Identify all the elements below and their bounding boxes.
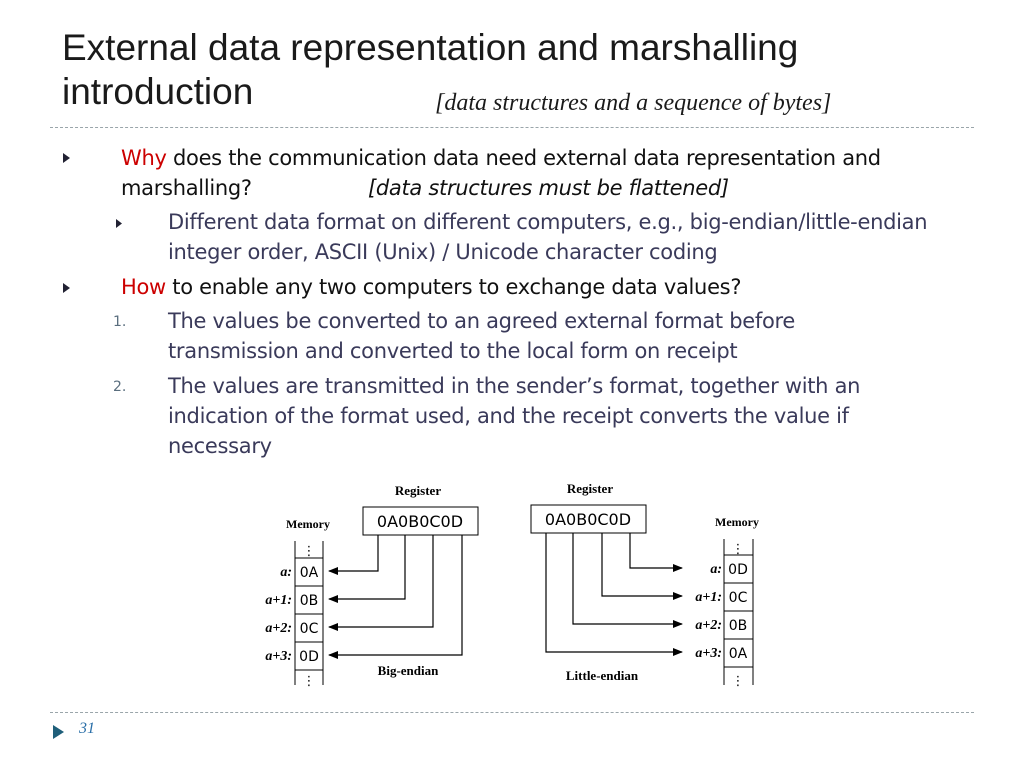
byte-arrow bbox=[545, 533, 683, 656]
why-text-1: does the communication data need externa… bbox=[166, 146, 881, 170]
byte-arrow bbox=[328, 535, 406, 603]
sub-bullet-line2: integer order, ASCII (Unix) / Unicode ch… bbox=[168, 240, 718, 264]
why-text-2: marshalling? bbox=[121, 176, 252, 200]
byte-arrow bbox=[328, 535, 463, 659]
address-label: a+1: bbox=[695, 590, 722, 605]
slide-subtitle: [data structures and a sequence of bytes… bbox=[435, 90, 832, 116]
triangle-bullet-icon bbox=[115, 217, 124, 233]
triangle-bullet-icon bbox=[62, 282, 72, 298]
little-endian-caption: Little-endian bbox=[566, 668, 639, 683]
how-keyword: How bbox=[121, 275, 166, 299]
byte-arrow bbox=[572, 533, 683, 628]
memory-cell: 0B bbox=[729, 618, 748, 634]
footer-divider bbox=[50, 712, 974, 713]
big-endian-caption: Big-endian bbox=[378, 663, 439, 678]
register-value: 0A0B0C0D bbox=[545, 510, 631, 529]
numbered-marker-2: 2. bbox=[113, 379, 127, 395]
memory-cell: 0D bbox=[299, 649, 319, 665]
numbered-item-2-line1: The values are transmitted in the sender… bbox=[168, 374, 861, 398]
byte-arrow bbox=[601, 533, 683, 600]
memory-ellipsis-bottom: ⋮ bbox=[732, 674, 745, 689]
memory-ellipsis-bottom: ⋮ bbox=[303, 674, 316, 689]
memory-cell: 0C bbox=[300, 621, 319, 637]
numbered-item-2-line3: necessary bbox=[168, 434, 272, 458]
slide-title-line1: External data representation and marshal… bbox=[62, 27, 799, 68]
triangle-marker-icon bbox=[52, 724, 66, 744]
register-box bbox=[530, 504, 647, 534]
memory-cell: 0B bbox=[300, 593, 319, 609]
memory-cell: 0A bbox=[300, 565, 319, 581]
memory-cell: 0D bbox=[728, 562, 748, 578]
byte-arrow bbox=[328, 535, 434, 631]
header-divider bbox=[50, 127, 974, 128]
register-label: Register bbox=[567, 481, 613, 496]
endianness-diagram: Register 0A0B0C0D Memory ⋮ ⋮ 0A 0B 0C 0D… bbox=[265, 481, 759, 689]
memory-ellipsis-top: ⋮ bbox=[732, 542, 745, 557]
address-label: a+3: bbox=[265, 649, 292, 664]
numbered-marker-1: 1. bbox=[113, 314, 127, 330]
address-label: a+3: bbox=[695, 646, 722, 661]
memory-cell: 0C bbox=[729, 590, 748, 606]
register-label: Register bbox=[395, 483, 441, 498]
byte-arrow bbox=[629, 533, 683, 572]
triangle-bullet-icon bbox=[62, 152, 72, 168]
how-bullet-line: How to enable any two computers to excha… bbox=[121, 272, 741, 302]
memory-label: Memory bbox=[715, 515, 759, 529]
slide-title-line2: introduction bbox=[62, 71, 254, 112]
why-keyword: Why bbox=[121, 146, 167, 170]
address-label: a+2: bbox=[265, 621, 292, 636]
address-label: a+1: bbox=[265, 593, 292, 608]
register-box bbox=[362, 506, 479, 536]
sub-bullet-line1: Different data format on different compu… bbox=[168, 210, 928, 234]
address-label: a: bbox=[280, 565, 292, 580]
why-note: [data structures must be flattened] bbox=[368, 176, 729, 200]
numbered-item-1-line2: transmission and converted to the local … bbox=[168, 339, 738, 363]
register-value: 0A0B0C0D bbox=[377, 512, 463, 531]
address-label: a: bbox=[710, 562, 722, 577]
slide-title: External data representation and marshal… bbox=[62, 26, 1002, 116]
page-number: 31 bbox=[79, 720, 95, 737]
memory-label: Memory bbox=[286, 517, 330, 531]
how-text: to enable any two computers to exchange … bbox=[165, 275, 742, 299]
why-bullet-line2: marshalling? bbox=[121, 173, 252, 203]
big-endian-diagram: Register 0A0B0C0D Memory ⋮ ⋮ 0A 0B 0C 0D… bbox=[265, 483, 479, 689]
address-label: a+2: bbox=[695, 618, 722, 633]
numbered-item-1-line1: The values be converted to an agreed ext… bbox=[168, 309, 796, 333]
little-endian-diagram: Register 0A0B0C0D Memory ⋮ ⋮ 0D 0C 0B 0A… bbox=[530, 481, 759, 689]
memory-ellipsis-top: ⋮ bbox=[303, 544, 316, 559]
why-bullet-line1: Why does the communication data need ext… bbox=[121, 143, 881, 173]
memory-cell: 0A bbox=[729, 646, 748, 662]
numbered-item-2-line2: indication of the format used, and the r… bbox=[168, 404, 849, 428]
byte-arrow bbox=[328, 535, 379, 575]
